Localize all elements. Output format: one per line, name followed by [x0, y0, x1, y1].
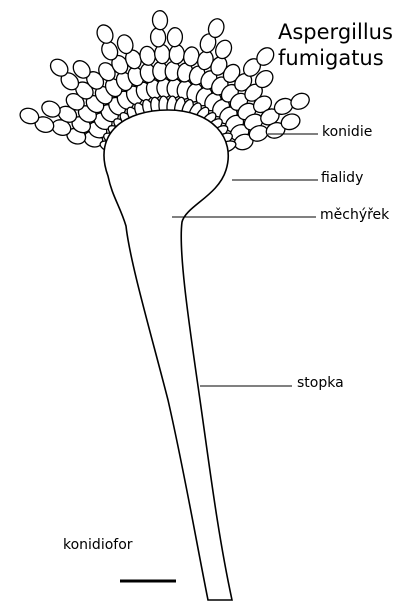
conidium: [169, 44, 185, 64]
label-konidie: konidie: [322, 124, 372, 140]
conidium: [152, 10, 168, 30]
label-stopka: stopka: [297, 375, 344, 391]
label-konidiofor: konidiofor: [63, 537, 133, 553]
conidium: [167, 27, 183, 47]
vesicle-and-stalk: [104, 110, 232, 600]
label-mechyrek: měchýřek: [320, 207, 389, 223]
title-genus: Aspergillus: [278, 20, 393, 44]
conidium: [150, 27, 166, 47]
title-species: fumigatus: [278, 46, 384, 70]
label-fialidy: fialidy: [321, 170, 363, 186]
